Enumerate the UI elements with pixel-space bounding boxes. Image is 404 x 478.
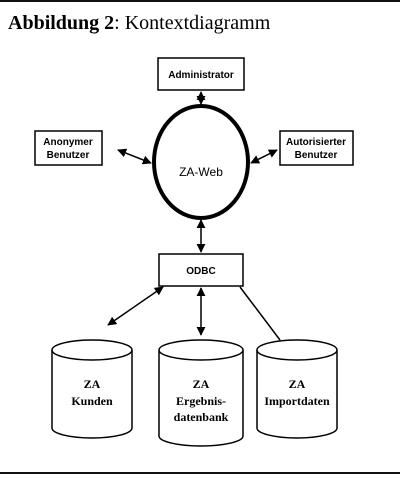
database-za-importdaten: ZA Importdaten	[256, 339, 338, 439]
autorisierter-benutzer-label-1: Autorisierter	[286, 137, 346, 148]
db-ergebnis-label-1: ZA	[193, 377, 210, 391]
db-import-label-2: Importdaten	[264, 394, 330, 408]
db-import-label-1: ZA	[289, 377, 306, 391]
db-ergebnis-label-3: datenbank	[174, 410, 229, 424]
anonymer-benutzer-label-1: Anonymer	[43, 137, 93, 148]
arrow-odbc-kunden	[107, 286, 164, 326]
figure-caption: Kontextdiagramm	[119, 12, 271, 34]
arrow-autorisierter-zaweb	[250, 149, 278, 164]
db-kunden-label-1: ZA	[84, 377, 101, 391]
autorisierter-benutzer-label-2: Benutzer	[295, 150, 338, 161]
anonymer-benutzer-box	[34, 130, 103, 166]
za-web-system-circle	[152, 104, 250, 220]
autorisierter-benutzer-box	[279, 130, 354, 166]
database-za-ergebnisdatenbank: ZA Ergebnis- datenbank	[158, 339, 244, 447]
database-za-kunden: ZA Kunden	[51, 339, 133, 439]
db-ergebnis-label-2: Ergebnis-	[176, 394, 226, 408]
figure-title: Abbildung 2: Kontextdiagramm	[8, 12, 270, 35]
odbc-label: ODBC	[186, 266, 215, 277]
anonymer-benutzer-label-2: Benutzer	[47, 150, 90, 161]
za-web-label: ZA-Web	[179, 165, 223, 179]
figure-title-separator: :	[114, 12, 120, 34]
db-kunden-label-2: Kunden	[71, 394, 113, 408]
figure-number: Abbildung 2	[8, 12, 115, 34]
line-odbc-importdaten	[239, 286, 281, 341]
odbc-box	[158, 253, 244, 287]
administrator-label: Administrator	[168, 70, 234, 81]
arrow-anonymer-zaweb	[117, 148, 152, 165]
administrator-box	[157, 57, 245, 91]
